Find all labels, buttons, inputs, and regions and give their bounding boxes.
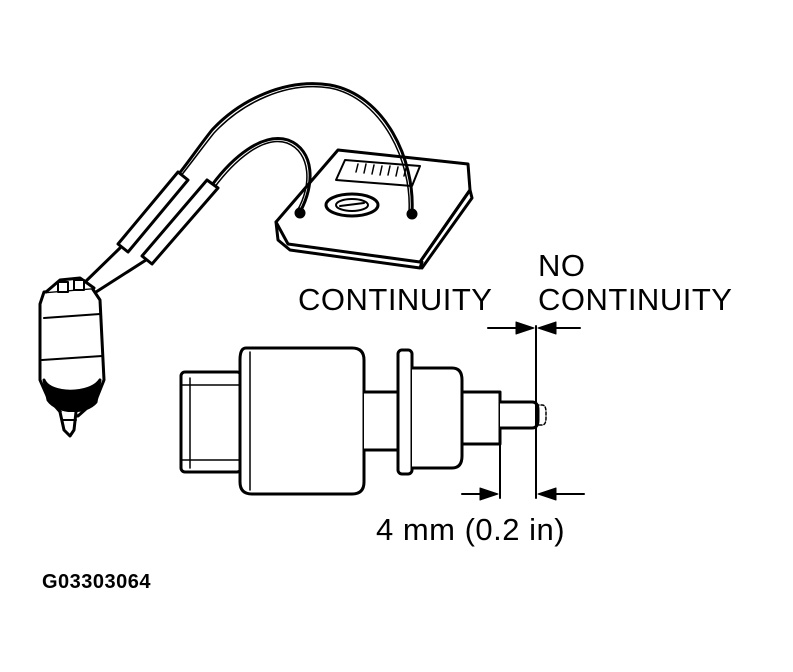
- test-leads: [80, 82, 414, 294]
- ohmmeter: [274, 148, 474, 270]
- lock-nut: [396, 348, 414, 476]
- switch-elevation-view: [179, 346, 547, 496]
- measurement-label: 4 mm (0.2 in): [376, 512, 566, 547]
- continuity-label: CONTINUITY: [298, 282, 493, 317]
- switch-side-view: [38, 276, 106, 438]
- meter-scale: [355, 163, 407, 177]
- switch-body: [238, 346, 366, 496]
- shaft: [460, 390, 502, 446]
- plunger: [498, 400, 540, 430]
- no-continuity-label: CONTINUITY: [538, 282, 733, 317]
- no-label: NO: [538, 248, 586, 283]
- figure-code: G03303064: [42, 571, 152, 593]
- dimension-lines: [461, 321, 585, 501]
